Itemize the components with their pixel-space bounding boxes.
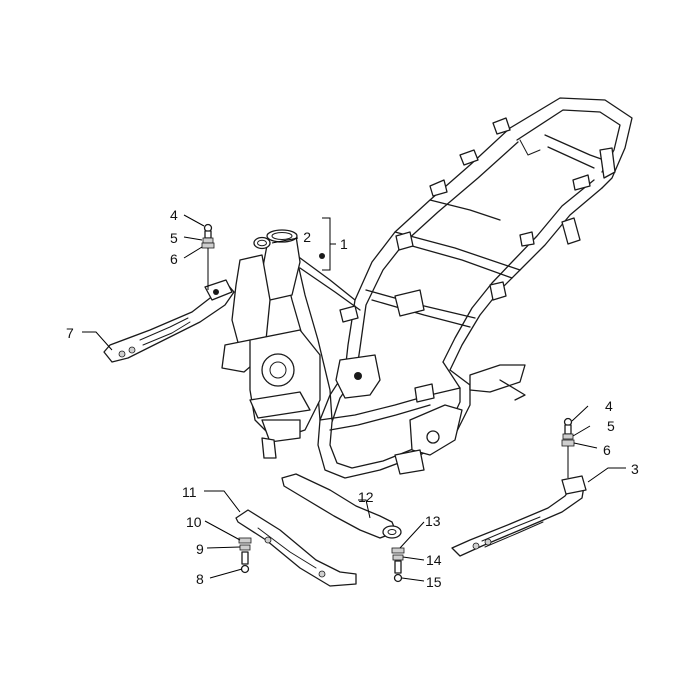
callout-12: 12 bbox=[358, 489, 374, 505]
cap-ring-part bbox=[253, 236, 325, 259]
callout-14: 14 bbox=[426, 552, 442, 568]
callout-9: 9 bbox=[196, 541, 204, 557]
callout-11: 11 bbox=[182, 484, 197, 500]
bolt-stack-left bbox=[201, 223, 215, 290]
callout-10: 10 bbox=[186, 514, 202, 530]
callout-6-left: 6 bbox=[170, 251, 178, 267]
callout-3: 3 bbox=[631, 461, 639, 477]
callout-2: 2 bbox=[303, 229, 311, 245]
bolt-stack-lower-left bbox=[238, 537, 252, 574]
callout-5-left: 5 bbox=[170, 230, 178, 246]
bolt-stack-center bbox=[391, 547, 405, 583]
frame-assembly bbox=[221, 97, 633, 479]
callout-15: 15 bbox=[426, 574, 442, 590]
bolt-stack-right bbox=[561, 417, 575, 478]
callout-numbers: 1 2 3 4 5 6 4 5 6 7 8 9 10 11 12 13 14 1… bbox=[66, 207, 639, 590]
link-strap-part bbox=[281, 473, 402, 539]
callout-5-right: 5 bbox=[607, 418, 615, 434]
lower-crossbar-part bbox=[235, 509, 357, 587]
callout-8: 8 bbox=[196, 571, 204, 587]
callout-13: 13 bbox=[425, 513, 441, 529]
callout-6-right: 6 bbox=[603, 442, 611, 458]
callout-4-left: 4 bbox=[170, 207, 178, 223]
callout-7: 7 bbox=[66, 325, 74, 341]
right-footrest-bracket bbox=[451, 475, 587, 557]
callout-1: 1 bbox=[340, 236, 348, 252]
leader-lines bbox=[82, 214, 626, 582]
left-footrest-bracket bbox=[103, 279, 235, 363]
callout-4-right: 4 bbox=[605, 398, 613, 414]
